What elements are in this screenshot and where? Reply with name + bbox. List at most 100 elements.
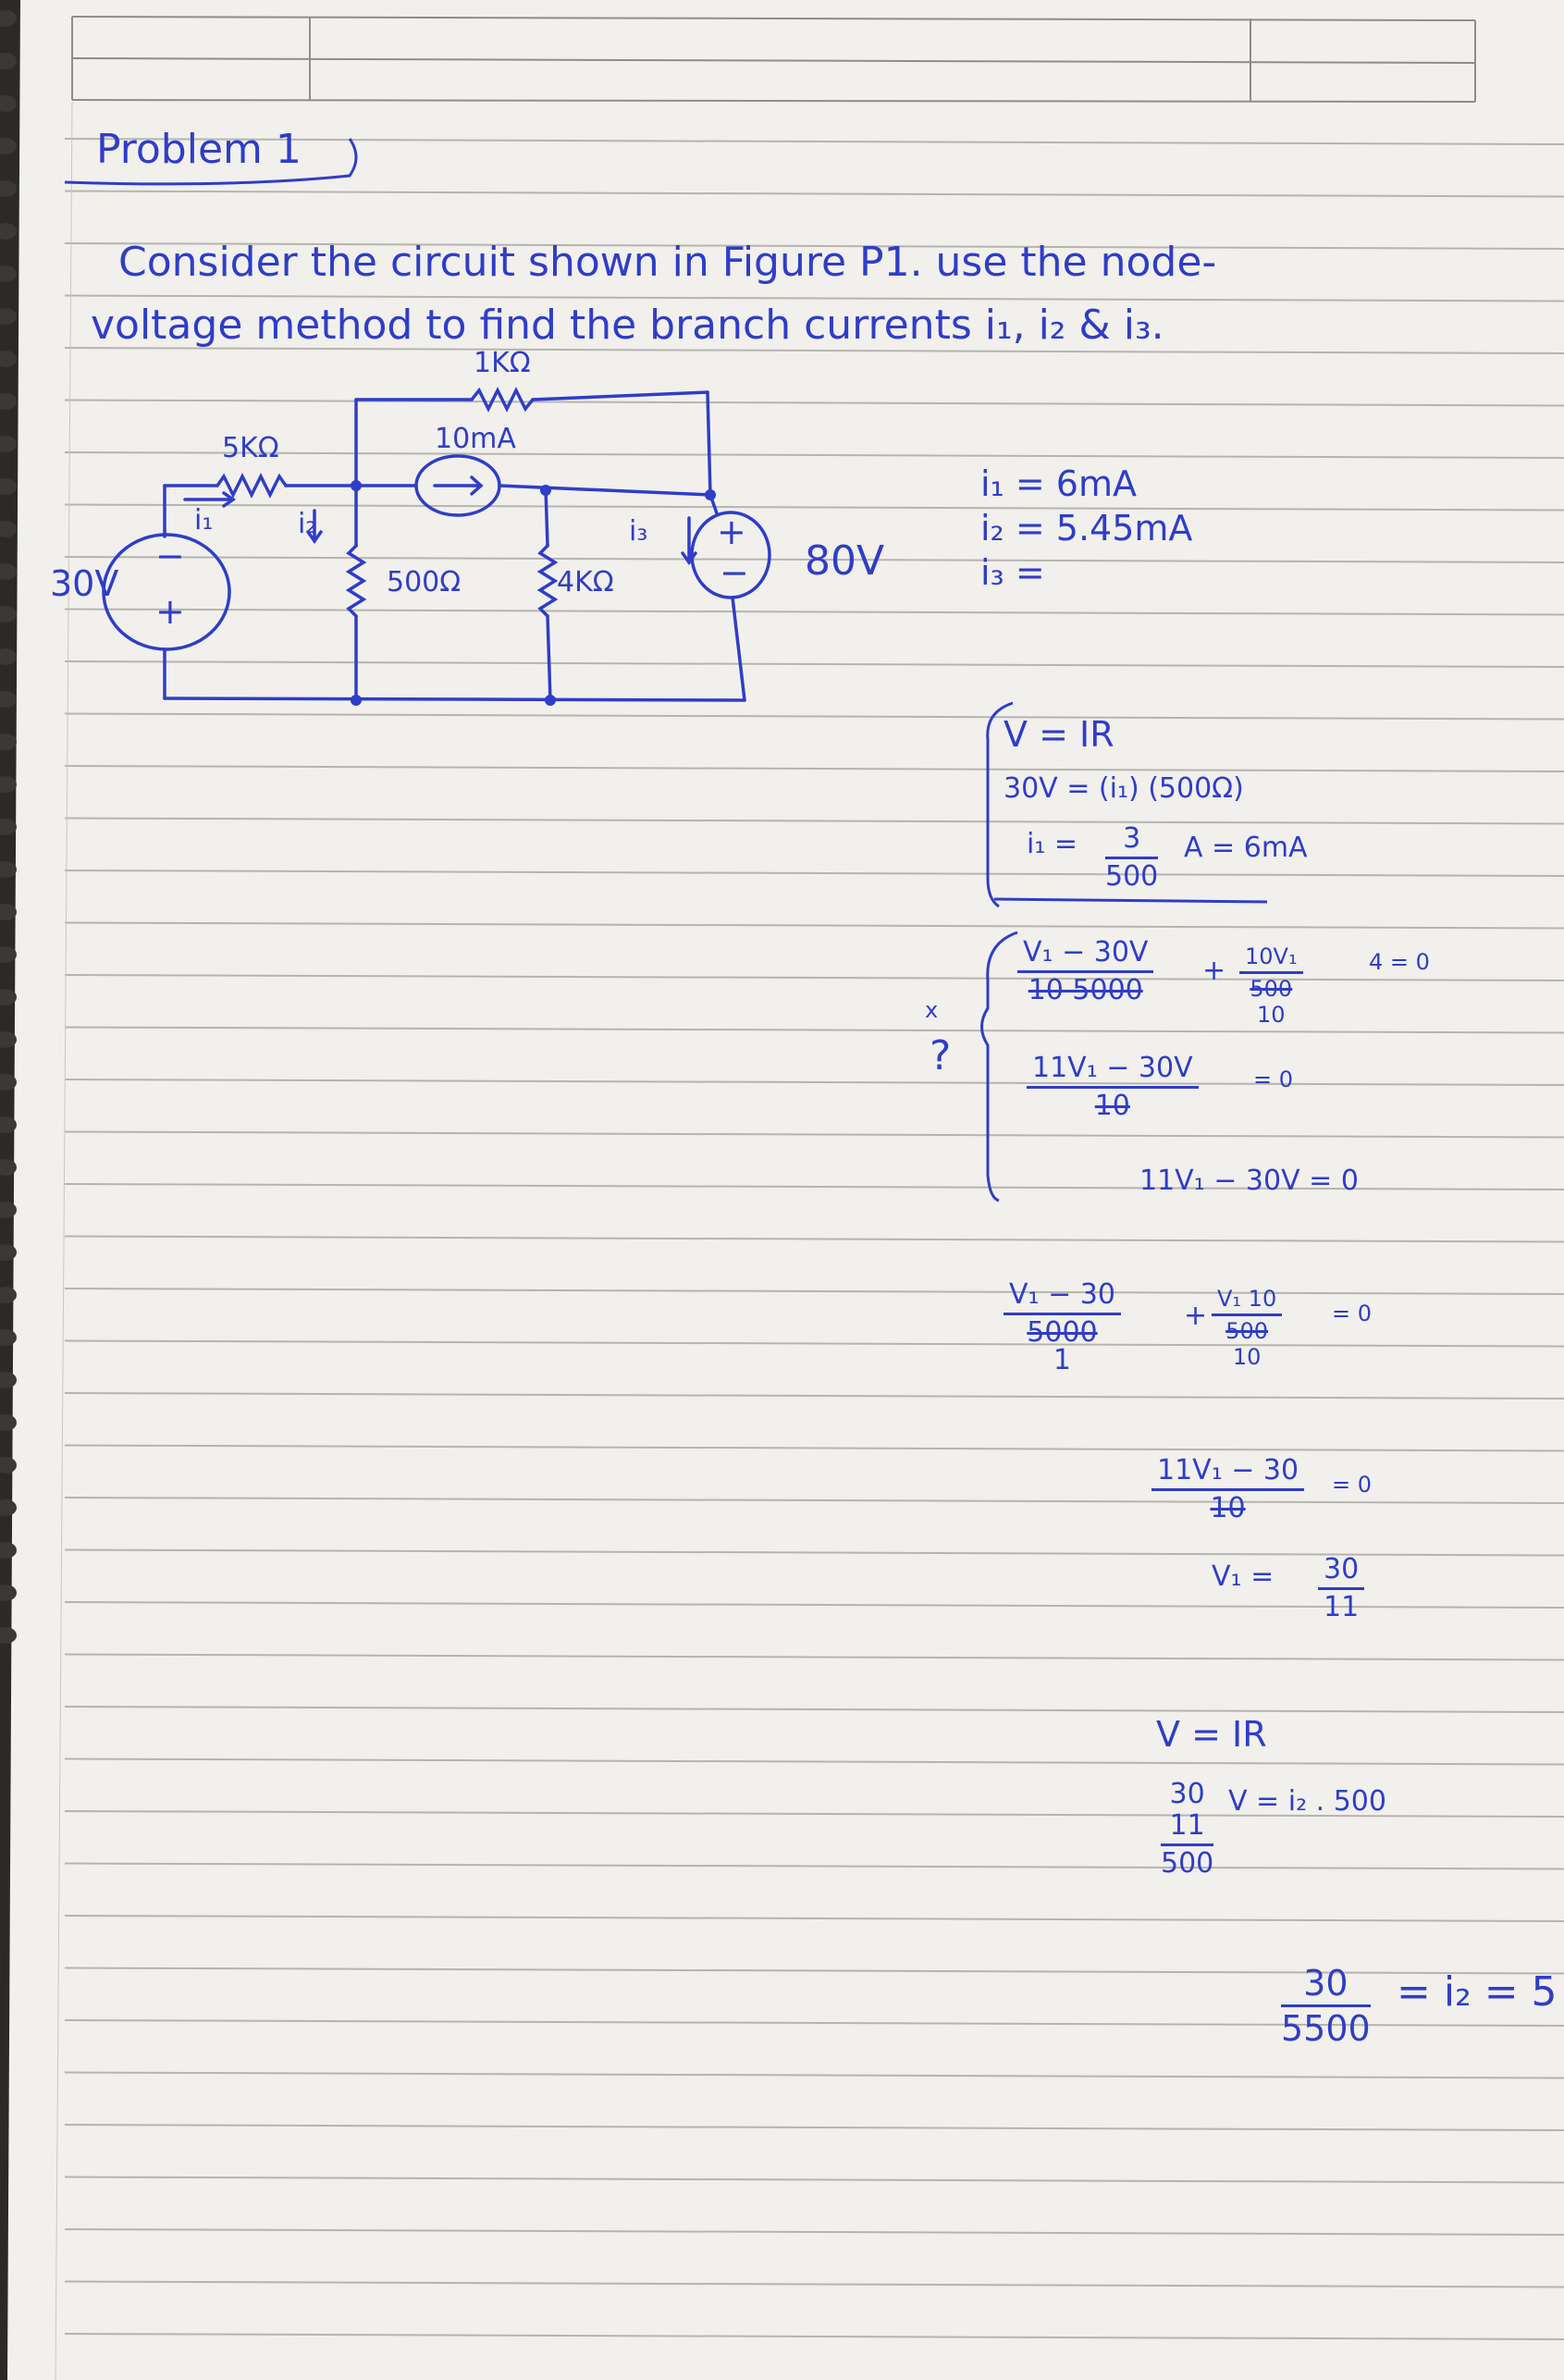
work-eq4-rhs: = 0	[1332, 1301, 1373, 1326]
header-box	[71, 16, 1476, 103]
work-ohm1-sub: 30V = (i₁) (500Ω)	[1004, 772, 1244, 805]
label-i3: i₃	[629, 515, 648, 548]
ruled-line	[64, 1026, 1564, 1034]
spiral-hole	[0, 521, 17, 537]
work-eq2-den: 10	[1094, 1090, 1130, 1122]
spiral-hole	[0, 95, 17, 112]
work-eq4-fraction1: V₁ − 30 5000 1	[1004, 1281, 1121, 1375]
ruled-line	[64, 1079, 1564, 1086]
spiral-hole	[0, 1031, 17, 1048]
ruled-line	[64, 1862, 1564, 1870]
work-braces	[980, 701, 1268, 1202]
spiral-hole	[0, 308, 17, 325]
work-ohm2-num: 30	[1169, 1778, 1205, 1810]
label-r-500: 500Ω	[387, 566, 462, 598]
spiral-hole	[0, 734, 17, 750]
ruled-line	[64, 1915, 1564, 1922]
work-ohm2-rhs: V = i₂ . 500	[1228, 1785, 1386, 1818]
spiral-hole	[0, 10, 17, 27]
label-current-source: 10mA	[435, 423, 516, 455]
ruled-line	[64, 1288, 1564, 1295]
work-i1-den: 500	[1105, 860, 1159, 893]
spiral-hole	[0, 1159, 17, 1176]
work-v1-den: 11	[1324, 1591, 1360, 1623]
spiral-hole	[0, 223, 17, 240]
spiral-hole	[0, 1287, 17, 1303]
ruled-line	[64, 974, 1564, 981]
work-ohm2: V = IR	[1156, 1714, 1267, 1755]
work-eq4-den2: 500	[1225, 1318, 1269, 1344]
ruled-line	[64, 1810, 1564, 1818]
work-ohm2-den: 500	[1161, 1847, 1214, 1880]
spiral-hole	[0, 691, 17, 708]
spiral-hole	[0, 1372, 17, 1388]
ruled-line	[64, 1757, 1564, 1766]
work-eq2-rhs: = 0	[1253, 1067, 1294, 1092]
ruled-line	[64, 347, 1564, 354]
work-eq1-num: V₁ − 30V	[1017, 939, 1154, 973]
label-r-4k: 4KΩ	[557, 566, 614, 598]
problem-statement-line1: Consider the circuit shown in Figure P1.…	[118, 239, 1217, 286]
ruled-line	[64, 869, 1564, 877]
label-i1: i₁	[194, 504, 214, 536]
ruled-line	[64, 190, 1564, 198]
ruled-line	[64, 2071, 1564, 2079]
work-eq5-den: 10	[1210, 1492, 1246, 1524]
work-eq2-fraction: 11V₁ − 30V 10	[1027, 1054, 1199, 1120]
ruled-line	[64, 451, 1564, 459]
work-final-fraction: 30 5500	[1281, 1966, 1371, 2046]
work-eq1-num2: 10V₁	[1239, 945, 1303, 974]
ruled-line	[64, 1235, 1564, 1243]
label-v-right: 80V	[805, 537, 885, 585]
heading-underline	[64, 138, 358, 186]
ruled-line	[64, 1601, 1564, 1609]
ruled-line	[64, 294, 1564, 302]
ruled-line	[64, 1548, 1564, 1557]
work-ohm2-mid: 11	[1161, 1812, 1214, 1846]
work-eq1-fraction1: V₁ − 30V 10 5000	[1017, 939, 1154, 1006]
label-v-left: 30V	[50, 563, 119, 604]
work-eq4-fraction2: V₁ 10 500 10	[1212, 1288, 1283, 1368]
answer-i2: i₂ = 5.45mA	[980, 508, 1193, 549]
spiral-hole	[0, 393, 17, 410]
ruled-line	[64, 608, 1564, 616]
work-final-den: 5500	[1281, 2008, 1371, 2049]
work-v1-num: 30	[1318, 1556, 1365, 1590]
work-eq1-den: 10 5000	[1028, 974, 1143, 1006]
ruled-line	[64, 660, 1564, 668]
label-r-left: 5KΩ	[222, 432, 279, 464]
ruled-line	[64, 1497, 1564, 1504]
spiral-hole	[0, 606, 17, 623]
ruled-line	[64, 138, 1564, 145]
spiral-hole	[0, 776, 17, 793]
work-v1-lhs: V₁ =	[1212, 1560, 1275, 1593]
spiral-hole	[0, 1202, 17, 1218]
spiral-hole	[0, 351, 17, 367]
work-i1-fraction: 3 500	[1105, 825, 1159, 893]
spiral-hole	[0, 946, 17, 963]
work-eq5-rhs: = 0	[1332, 1472, 1373, 1498]
spiral-hole	[0, 1116, 17, 1133]
side-x: x	[925, 997, 939, 1023]
work-eq4-plus: +	[1184, 1300, 1208, 1332]
spiral-holes	[0, 10, 17, 1644]
label-i2: i₂	[298, 508, 317, 540]
spiral-hole	[0, 53, 17, 69]
work-final-num: 30	[1281, 1966, 1371, 2007]
work-i1-lhs: i₁ =	[1027, 828, 1078, 860]
spiral-hole	[0, 138, 17, 154]
ruled-line	[64, 1967, 1564, 1975]
answer-i3: i₃ =	[980, 552, 1045, 593]
spiral-hole	[0, 904, 17, 920]
work-eq1-den2: 500	[1250, 976, 1293, 1002]
spiral-hole	[0, 1457, 17, 1474]
work-v1-fraction: 30 11	[1318, 1556, 1365, 1623]
work-eq5-num: 11V₁ − 30	[1151, 1457, 1305, 1491]
ruled-line	[64, 1653, 1564, 1661]
answer-i1: i₁ = 6mA	[980, 463, 1137, 504]
spiral-hole	[0, 1585, 17, 1601]
label-v-right-minus: −	[720, 552, 749, 593]
ruled-line	[64, 1130, 1564, 1139]
ruled-line	[64, 2333, 1564, 2340]
